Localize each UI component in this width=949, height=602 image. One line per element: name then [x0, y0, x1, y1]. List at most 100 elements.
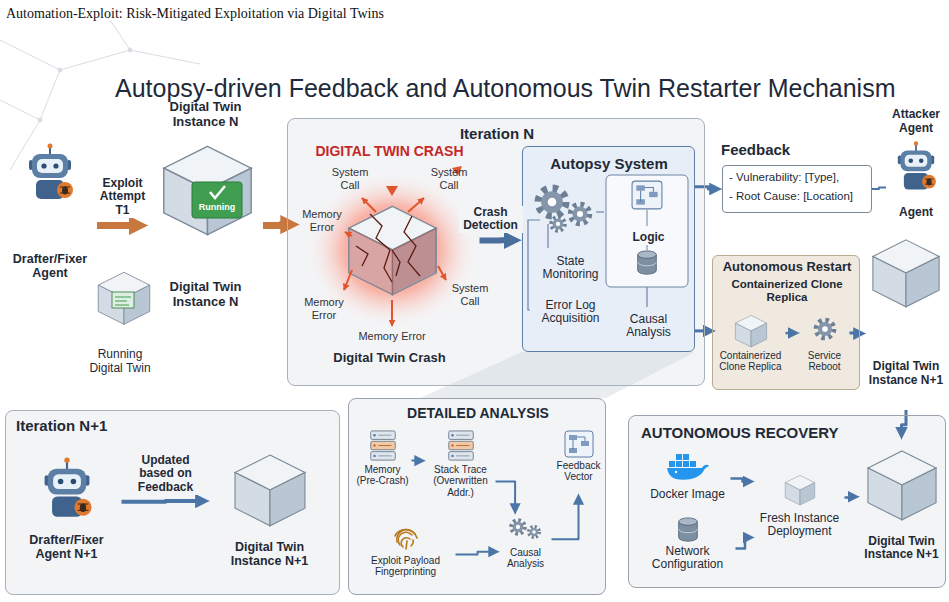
- connector: [456, 552, 492, 555]
- edge-label: Exploit Attempt T1: [96, 177, 150, 218]
- connector: [496, 482, 516, 507]
- panel-fill: [722, 165, 872, 213]
- service-reboot: Service Reboot: [800, 312, 850, 384]
- connector: [872, 187, 886, 189]
- node-label: Causal Analysis: [500, 547, 552, 570]
- autopsy-box: Autopsy SystemState MonitoringError Log …: [522, 146, 695, 352]
- node-text: Running: [192, 202, 242, 212]
- arrow-head: [515, 507, 516, 515]
- connector: [412, 460, 420, 462]
- connector: [850, 332, 860, 336]
- fingerprint-item: Exploit Payload Fingerprinting: [356, 520, 456, 590]
- arrow-head: [578, 494, 579, 502]
- connector: [736, 538, 747, 549]
- memory-item: Memory (Pre-Crash): [354, 426, 412, 496]
- feedback-box: Feedback- Vulnerability: [Type],- Root C…: [722, 165, 872, 213]
- arrow-head: [746, 481, 754, 482]
- digital-twin: Digital Twin Instance N+1: [860, 440, 944, 583]
- digital-twin: Digital Twin Instance N+1: [210, 445, 330, 590]
- causal-item: Causal Analysis: [500, 515, 552, 577]
- edge-label: Updated based on Feedback: [124, 454, 208, 495]
- node-label: Docker Image: [645, 488, 731, 502]
- panel-fill: [712, 255, 860, 390]
- feedback-vector: Feedback Vector: [556, 426, 602, 494]
- panel-fill: [628, 415, 946, 588]
- node-label: Fresh Instance Deployment: [755, 512, 845, 540]
- connector: [731, 479, 747, 482]
- node-label: Autopsy System: [523, 155, 696, 172]
- error-tag: System Call: [426, 166, 472, 191]
- arrow-head: [420, 460, 426, 461]
- node-label: Attacker Agent: [886, 108, 946, 136]
- node-text: Error Log Acquisition: [531, 299, 611, 327]
- panel-fill: [5, 410, 340, 595]
- node-label: Feedback Vector: [556, 460, 602, 483]
- node-label: Digital Twin Instance N+1: [860, 535, 944, 563]
- analysis-panel: DETAILED ANALYSIS Memory (Pre-Crash)Stack…: [348, 398, 606, 595]
- node-label: Digital Twin Instance N+1: [866, 360, 946, 388]
- node-text: Causal Analysis: [609, 313, 689, 341]
- node-label: Network Configuration: [640, 545, 736, 573]
- node-text: Containerized Clone Replica: [717, 278, 857, 304]
- node-text: State Monitoring: [531, 255, 611, 283]
- arrow-head: [286, 224, 299, 225]
- network-item: Network Configuration: [640, 515, 736, 583]
- connector: [263, 221, 286, 229]
- connector: [845, 495, 854, 498]
- node-label: DETAILED ANALYSIS: [349, 405, 607, 421]
- panel-fill: [287, 118, 705, 386]
- node-text: Logic: [609, 231, 689, 245]
- connector: [552, 501, 579, 539]
- arrow-head: [509, 240, 521, 241]
- error-tag: Memory Error: [302, 296, 346, 321]
- agent-node: Drafter/Fixer Agent N+1: [12, 455, 122, 590]
- recovery-panel: AUTONOMOUS RECOVERYDocker ImageNetwork C…: [628, 415, 946, 588]
- panel-fill: [348, 398, 606, 595]
- clone-replica: Containerized Clone Replica: [716, 312, 786, 384]
- docker-item: Docker Image: [645, 448, 731, 510]
- agent-node: Drafter/Fixer Agent: [3, 140, 97, 290]
- figure-title: Autopsy-driven Feedback and Autonomous T…: [115, 74, 935, 103]
- arrow-head: [135, 225, 148, 226]
- error-tag: Memory Error: [300, 208, 344, 233]
- node-label: Exploit Payload Fingerprinting: [356, 555, 456, 578]
- node-text: Digital Twin Instance N: [148, 280, 263, 310]
- edge-label: Crash Detection: [459, 206, 523, 234]
- arrow-head: [492, 551, 500, 552]
- arrow-head: [859, 333, 866, 334]
- agent-node: Attacker AgentAgent: [886, 108, 946, 232]
- node-label: DIGITAL TWIN CRASH: [300, 143, 480, 159]
- connector: [695, 187, 714, 189]
- stack-item: Stack Trace (Overwritten Addr.): [426, 426, 496, 506]
- caption: Automation-Exploit: Risk-Mitigated Explo…: [6, 6, 606, 22]
- connector: [480, 237, 510, 243]
- panel-fill: [522, 146, 695, 352]
- iteration-panel: Iteration N+1Drafter/Fixer Agent N+1Digi…: [5, 410, 340, 595]
- arrow-head: [854, 496, 860, 497]
- node-label: Autonomous Restart: [713, 260, 861, 275]
- connector: [97, 222, 135, 229]
- connector: [122, 499, 200, 504]
- error-tag: System Call: [328, 166, 372, 191]
- digital-twin: Running Digital Twin: [80, 266, 160, 388]
- node-label: Feedback: [721, 141, 871, 158]
- node-label: Drafter/Fixer Agent N+1: [12, 533, 122, 562]
- arrow-head: [901, 431, 902, 440]
- connector: [786, 332, 794, 335]
- node-label: Running Digital Twin: [80, 348, 160, 376]
- node-label: Drafter/Fixer Agent: [3, 252, 97, 281]
- digital-twin: Digital Twin Instance N+1: [866, 228, 946, 410]
- node-label: Containerized Clone Replica: [716, 350, 786, 373]
- digital-twin: Digital Twin Instance NRunningDigital Tw…: [148, 100, 263, 320]
- node-label: Digital Twin Instance N+1: [210, 540, 330, 569]
- connector: [902, 410, 907, 431]
- node-text: Agent: [886, 206, 946, 220]
- arrow-head: [794, 333, 800, 334]
- error-tag: Memory Error: [352, 330, 432, 343]
- node-text: - Root Cause: [Location]: [729, 190, 869, 203]
- fresh-instance: Fresh Instance Deployment: [755, 470, 845, 550]
- restart-panel: Autonomous RestartContainerized Clone Re…: [712, 255, 860, 390]
- error-tag: System Call: [448, 282, 492, 307]
- node-text: - Vulnerability: [Type],: [729, 171, 869, 184]
- connector: [695, 329, 708, 332]
